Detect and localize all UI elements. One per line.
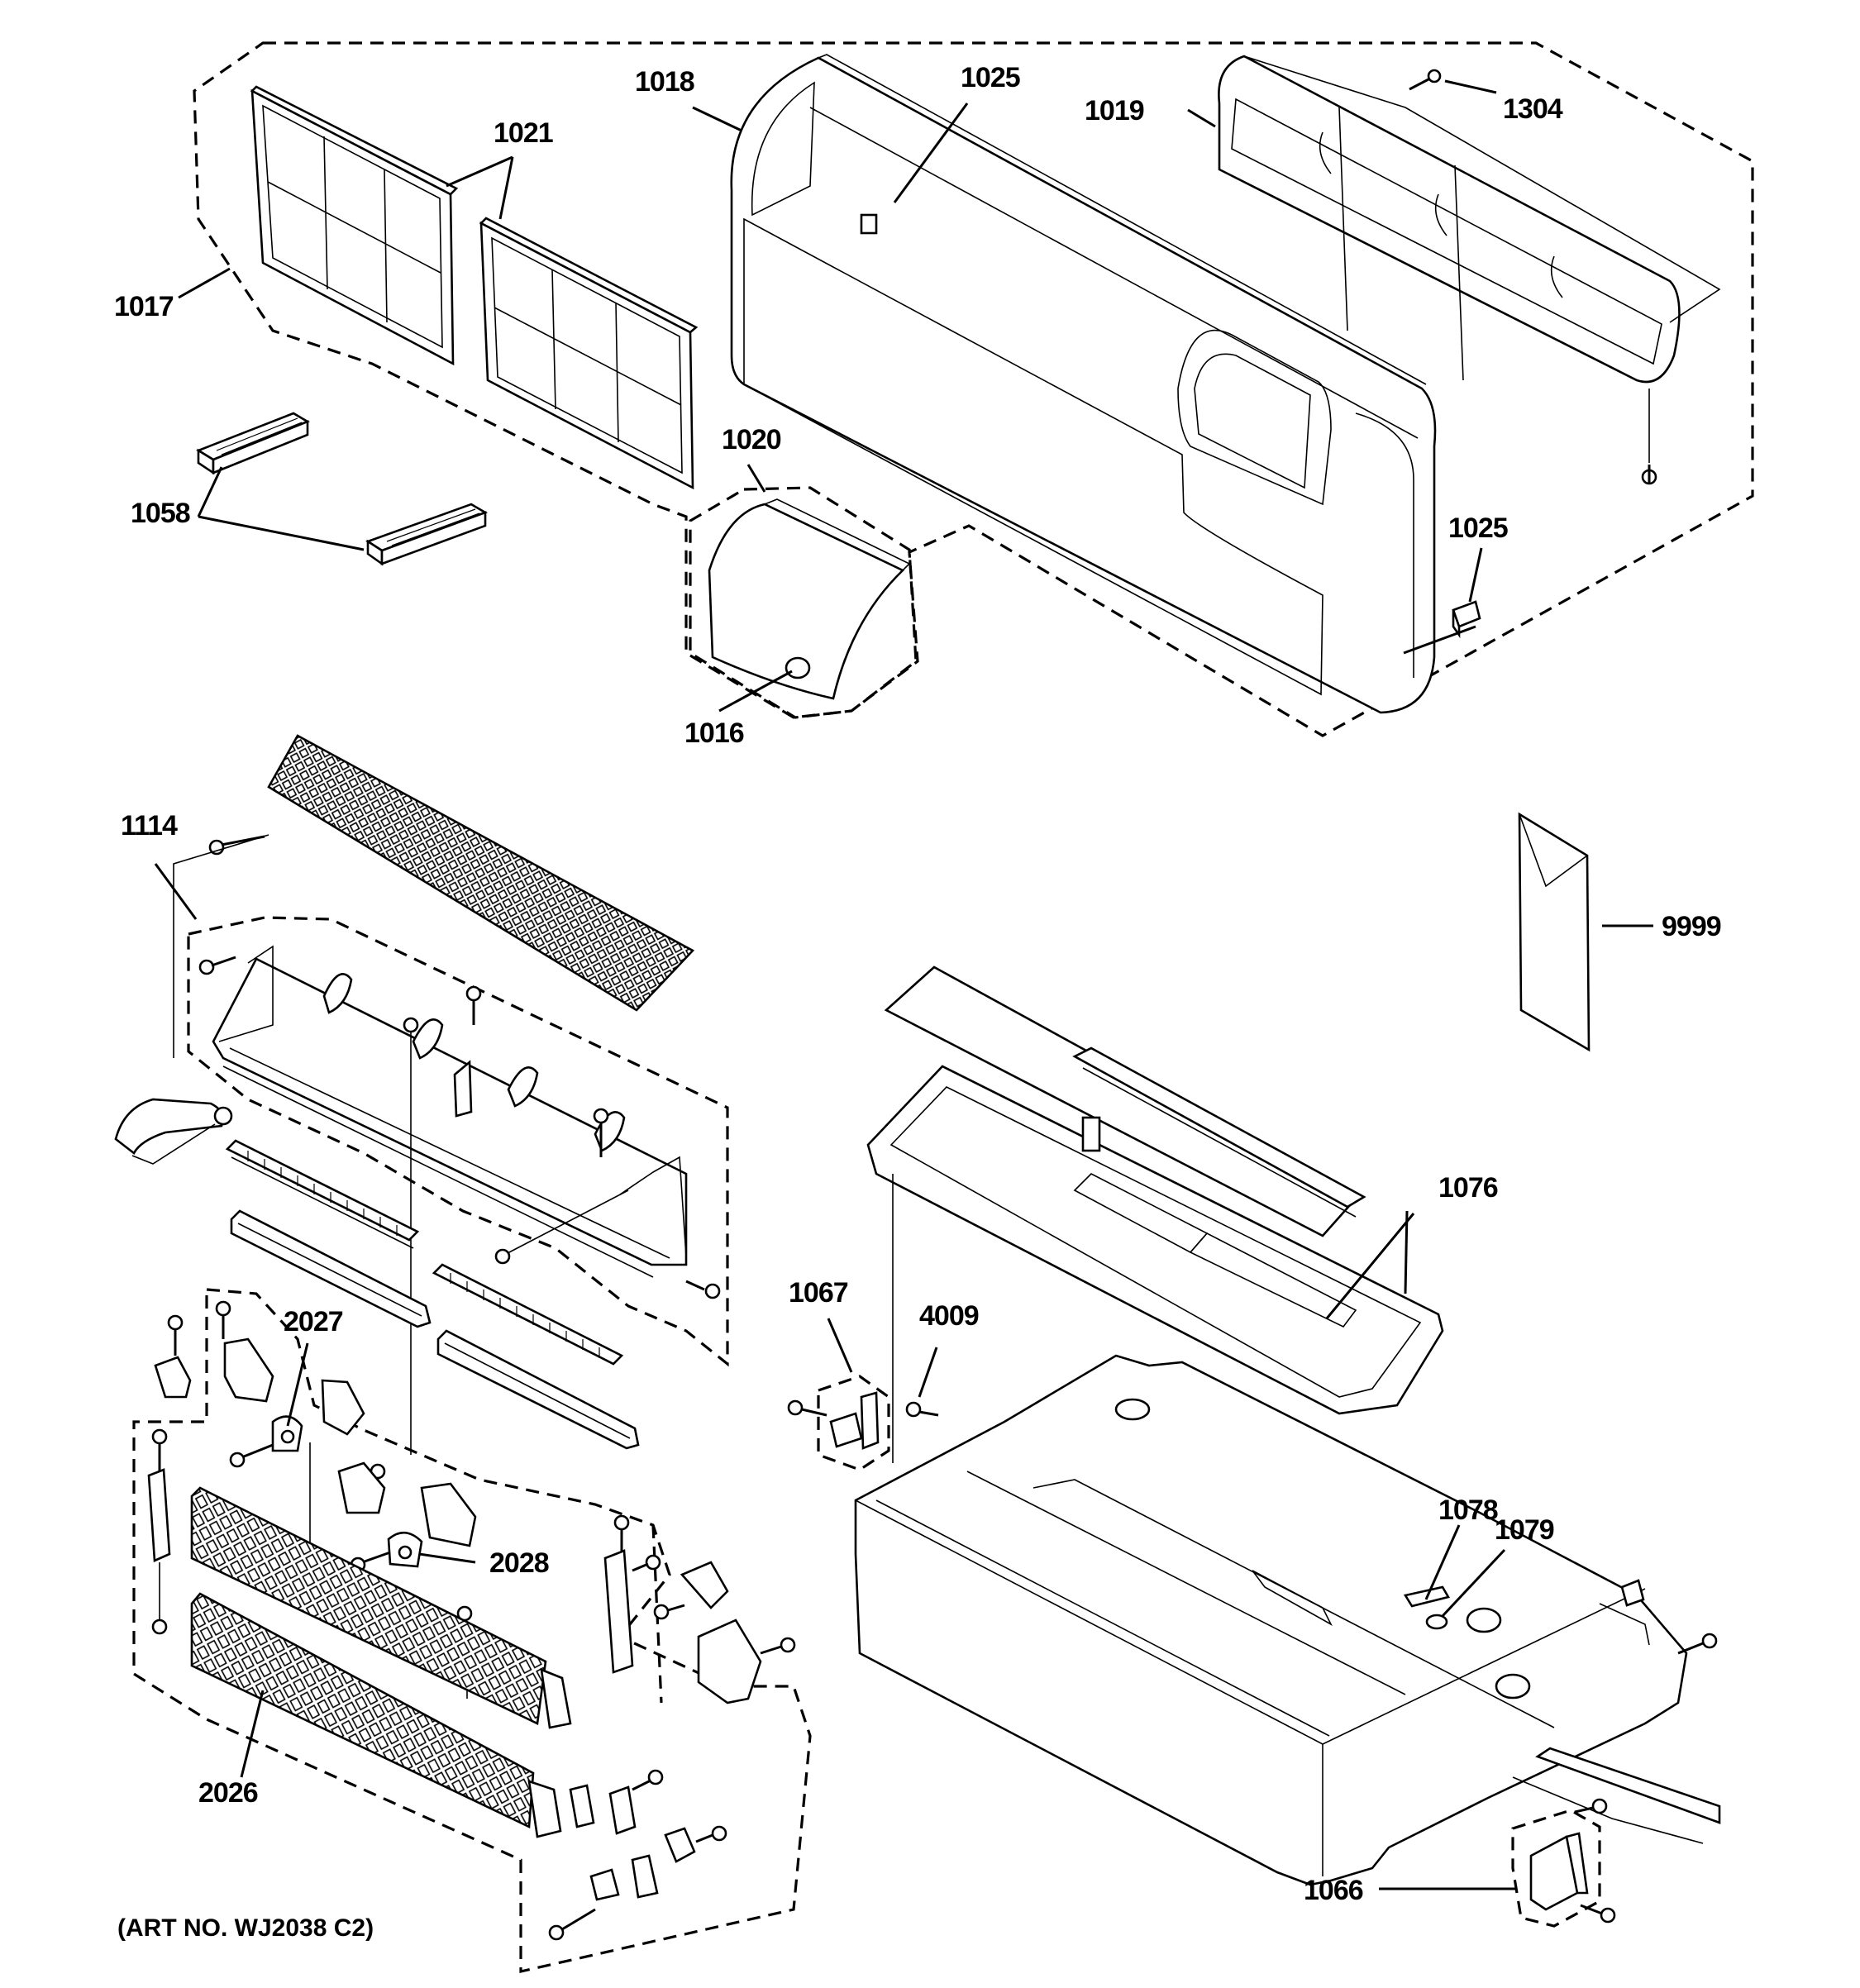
callout-1018: 1018 (635, 66, 694, 98)
filter-bracket-upper (196, 412, 310, 475)
air-filter-left (250, 85, 459, 366)
return-air-grille-lower (190, 1592, 562, 1838)
bracket-1066-outline (1511, 1809, 1601, 1928)
base-pan (854, 1354, 1688, 1886)
channel-bar-upper (230, 1209, 432, 1328)
retainer-clip-right (1452, 600, 1481, 639)
return-air-grille-upper (190, 1486, 572, 1729)
callout-1114: 1114 (121, 810, 178, 841)
callout-1020: 1020 (722, 424, 781, 455)
callout-1078: 1078 (1438, 1495, 1498, 1526)
screw-1304-bottom (1641, 389, 1657, 485)
control-bracket-left (154, 1300, 274, 1403)
callout-1021: 1021 (494, 117, 553, 149)
callout-1079: 1079 (1495, 1514, 1554, 1546)
control-switch-2027 (229, 1379, 386, 1562)
callout-4009: 4009 (919, 1300, 979, 1332)
screw-1304-top (1409, 69, 1442, 91)
rail-1066-area (1512, 1633, 1721, 1844)
access-door-outline (689, 486, 918, 719)
front-panel (730, 54, 1437, 714)
callout-1058: 1058 (131, 498, 190, 529)
leader-lines (154, 79, 1653, 1890)
channel-bar-lower (436, 1329, 640, 1450)
drain-strip (1072, 1046, 1366, 1218)
callout-2028: 2028 (489, 1547, 549, 1579)
terminal-strip-lower (432, 1263, 624, 1366)
air-filter-right (479, 217, 699, 490)
callout-1016: 1016 (684, 717, 744, 749)
terminal-strip-upper (225, 1139, 420, 1249)
callout-1067: 1067 (789, 1277, 848, 1309)
evaporator-cover-outline (173, 834, 729, 1367)
access-door (708, 498, 911, 700)
mesh-screen (267, 734, 695, 1012)
drain-pan (866, 1065, 1444, 1415)
callout-1304: 1304 (1503, 93, 1563, 125)
callout-1017: 1017 (114, 291, 174, 322)
callout-2026: 2026 (198, 1777, 258, 1809)
filter-bracket-lower (365, 503, 489, 566)
callout-1076: 1076 (1438, 1172, 1498, 1204)
side-bracket-right (603, 1514, 796, 1704)
callout-1019: 1019 (1085, 95, 1144, 126)
housing-screws (198, 956, 721, 1455)
side-bracket-left (147, 1428, 171, 1635)
callout-2027: 2027 (284, 1306, 343, 1337)
callout-1066: 1066 (1304, 1875, 1363, 1906)
bracket-1067-outline (817, 1375, 890, 1471)
washer-1079 (1425, 1614, 1448, 1630)
callout-1025-top: 1025 (961, 62, 1020, 93)
discharge-grille (1218, 55, 1721, 384)
front-cover-assembly-outline (193, 41, 1754, 737)
bracket-1067 (787, 1174, 939, 1463)
art-number-caption: (ART NO. WJ2038 C2) (117, 1914, 374, 1942)
lower-control-brackets (548, 1769, 727, 1941)
heater-tube (114, 1098, 233, 1165)
callout-1025-right: 1025 (1448, 512, 1508, 544)
bracket-1066 (1529, 1832, 1616, 1924)
callout-9999: 9999 (1662, 911, 1721, 942)
literature-9999 (1518, 812, 1591, 1052)
